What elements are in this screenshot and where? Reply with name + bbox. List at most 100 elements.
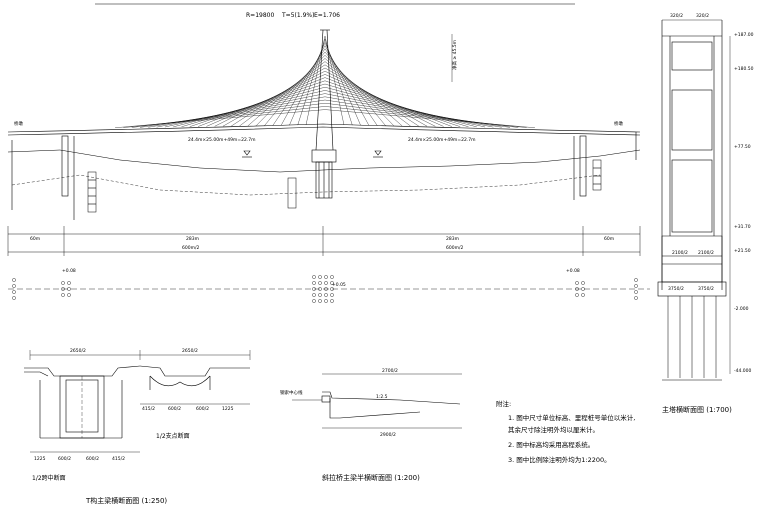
note-3: 3. 图中比例除注明外均为1:2200。 [508, 455, 611, 464]
pile-main-pylon [330, 293, 334, 297]
pile-right-abutment [634, 278, 638, 282]
stay-cable [231, 64, 326, 127]
note-1b: 其余尺寸除注明外均以厘米计。 [508, 425, 599, 434]
elev-3: +77.50 [734, 144, 751, 150]
dim-2: 283m [186, 236, 199, 242]
pylon-height-label: 净高 ≥ 45.5m [451, 40, 458, 70]
cable-bottom-dim: 2900/2 [380, 432, 396, 438]
label-r: R=19800 [246, 12, 274, 19]
girder-dim-r3: 600/2 [196, 406, 209, 412]
stay-cable [324, 87, 477, 128]
water-level-right [373, 150, 383, 158]
dim-5: 600m/2 [182, 245, 199, 251]
pile-main-pylon [318, 281, 322, 285]
pile-main-pylon [318, 293, 322, 297]
note-2: 2. 图中标高均采用高程系统。 [508, 440, 594, 449]
cable-section [292, 373, 462, 429]
stay-cable [324, 42, 361, 126]
pile-right-abutment [634, 284, 638, 288]
elev-6: -2.000 [734, 306, 749, 312]
tower-piles [662, 296, 722, 381]
pile-left-pier [61, 287, 65, 291]
pile-right-pier [581, 293, 585, 297]
pier-right-label: 桥墩 [614, 120, 623, 127]
pile-right-abutment [634, 290, 638, 294]
pile-main-pylon [324, 299, 328, 303]
stay-cable [181, 83, 326, 127]
tower-mid-dim-r: 2100/2 [698, 250, 714, 256]
girder-dim-r1: 415/2 [142, 406, 155, 412]
elev-1: +187.00 [734, 32, 754, 38]
stay-cable [189, 80, 326, 127]
stay-cable [324, 64, 419, 127]
stay-cable [198, 77, 326, 127]
stay-cable [256, 55, 326, 126]
girder-title: T构主梁横断面图 (1:250) [85, 496, 167, 505]
dim-3: 283m [446, 236, 459, 242]
girder-section [24, 350, 251, 453]
span-right-label: 24.4m×25.00m+49m=22.7m [408, 137, 476, 143]
pile-main-pylon [330, 287, 334, 291]
tower-top-dim-r: 320/2 [696, 13, 709, 19]
girder-top-left: 2650/2 [70, 348, 86, 354]
pile-left-pier [67, 293, 71, 297]
elev-4: +31.70 [734, 224, 751, 230]
pile-main-pylon [324, 293, 328, 297]
half-support-label: 1/2支点断面 [156, 432, 190, 440]
dim-1: 60m [30, 236, 40, 242]
stay-cable [324, 35, 345, 126]
pile-right-pier [581, 281, 585, 285]
pile-left-abutment [12, 296, 16, 300]
pile-right-pier [581, 287, 585, 291]
pile-main-pylon [318, 287, 322, 291]
stay-cable [272, 48, 326, 126]
pile-right-pier [575, 287, 579, 291]
cable-top-dim: 2700/2 [382, 368, 398, 374]
stay-cable [324, 77, 452, 127]
pile-left-abutment [12, 278, 16, 282]
girder-dim-3: 600/2 [86, 456, 99, 462]
pile-main-pylon [318, 299, 322, 303]
stay-cable [324, 109, 535, 128]
note-1: 1. 图中尺寸单位标高、里程桩号单位以米计, [508, 413, 635, 422]
tower-title: 主塔横断面图 (1:700) [662, 405, 732, 414]
pile-main-pylon [330, 275, 334, 279]
deck-line-lower [7, 126, 641, 136]
pile-main-pylon [312, 287, 316, 291]
stay-cable [324, 48, 378, 126]
plan-label-right: +0.08 [566, 268, 580, 274]
label-e: E=1.706 [314, 12, 340, 19]
girder-dim-2: 600/2 [58, 456, 71, 462]
pile-main-pylon [324, 287, 328, 291]
tower-mid-dim-l: 2100/2 [672, 250, 688, 256]
pile-left-pier [61, 293, 65, 297]
dim-4: 60m [604, 236, 614, 242]
ground-line [7, 149, 641, 173]
tower-top-dim-l: 320/2 [670, 13, 683, 19]
tower-base-dim-l: 3750/2 [668, 286, 684, 292]
stay-cable [115, 109, 326, 128]
pile-right-pier [575, 293, 579, 297]
girder-dim-r4: 1225 [222, 406, 234, 412]
label-t: T=5(1.9%) [281, 12, 314, 19]
pile-main-pylon [330, 281, 334, 285]
pile-main-pylon [312, 293, 316, 297]
elev-5: +21.50 [734, 248, 751, 254]
stay-cable [324, 58, 403, 126]
water-level-left [242, 150, 252, 158]
stay-cable [247, 58, 326, 126]
stay-cable [324, 55, 394, 126]
pile-left-abutment [12, 284, 16, 288]
girder-dim-4: 415/2 [112, 456, 125, 462]
stay-cables [115, 35, 535, 128]
plan-label-left: +0.08 [62, 268, 76, 274]
pile-main-pylon [312, 275, 316, 279]
center-borehole [287, 177, 297, 209]
stay-cable [264, 51, 326, 126]
stay-cable [324, 51, 386, 126]
pile-main-pylon [312, 281, 316, 285]
pile-left-pier [67, 287, 71, 291]
stay-cable [164, 90, 326, 128]
right-pier [573, 132, 637, 200]
